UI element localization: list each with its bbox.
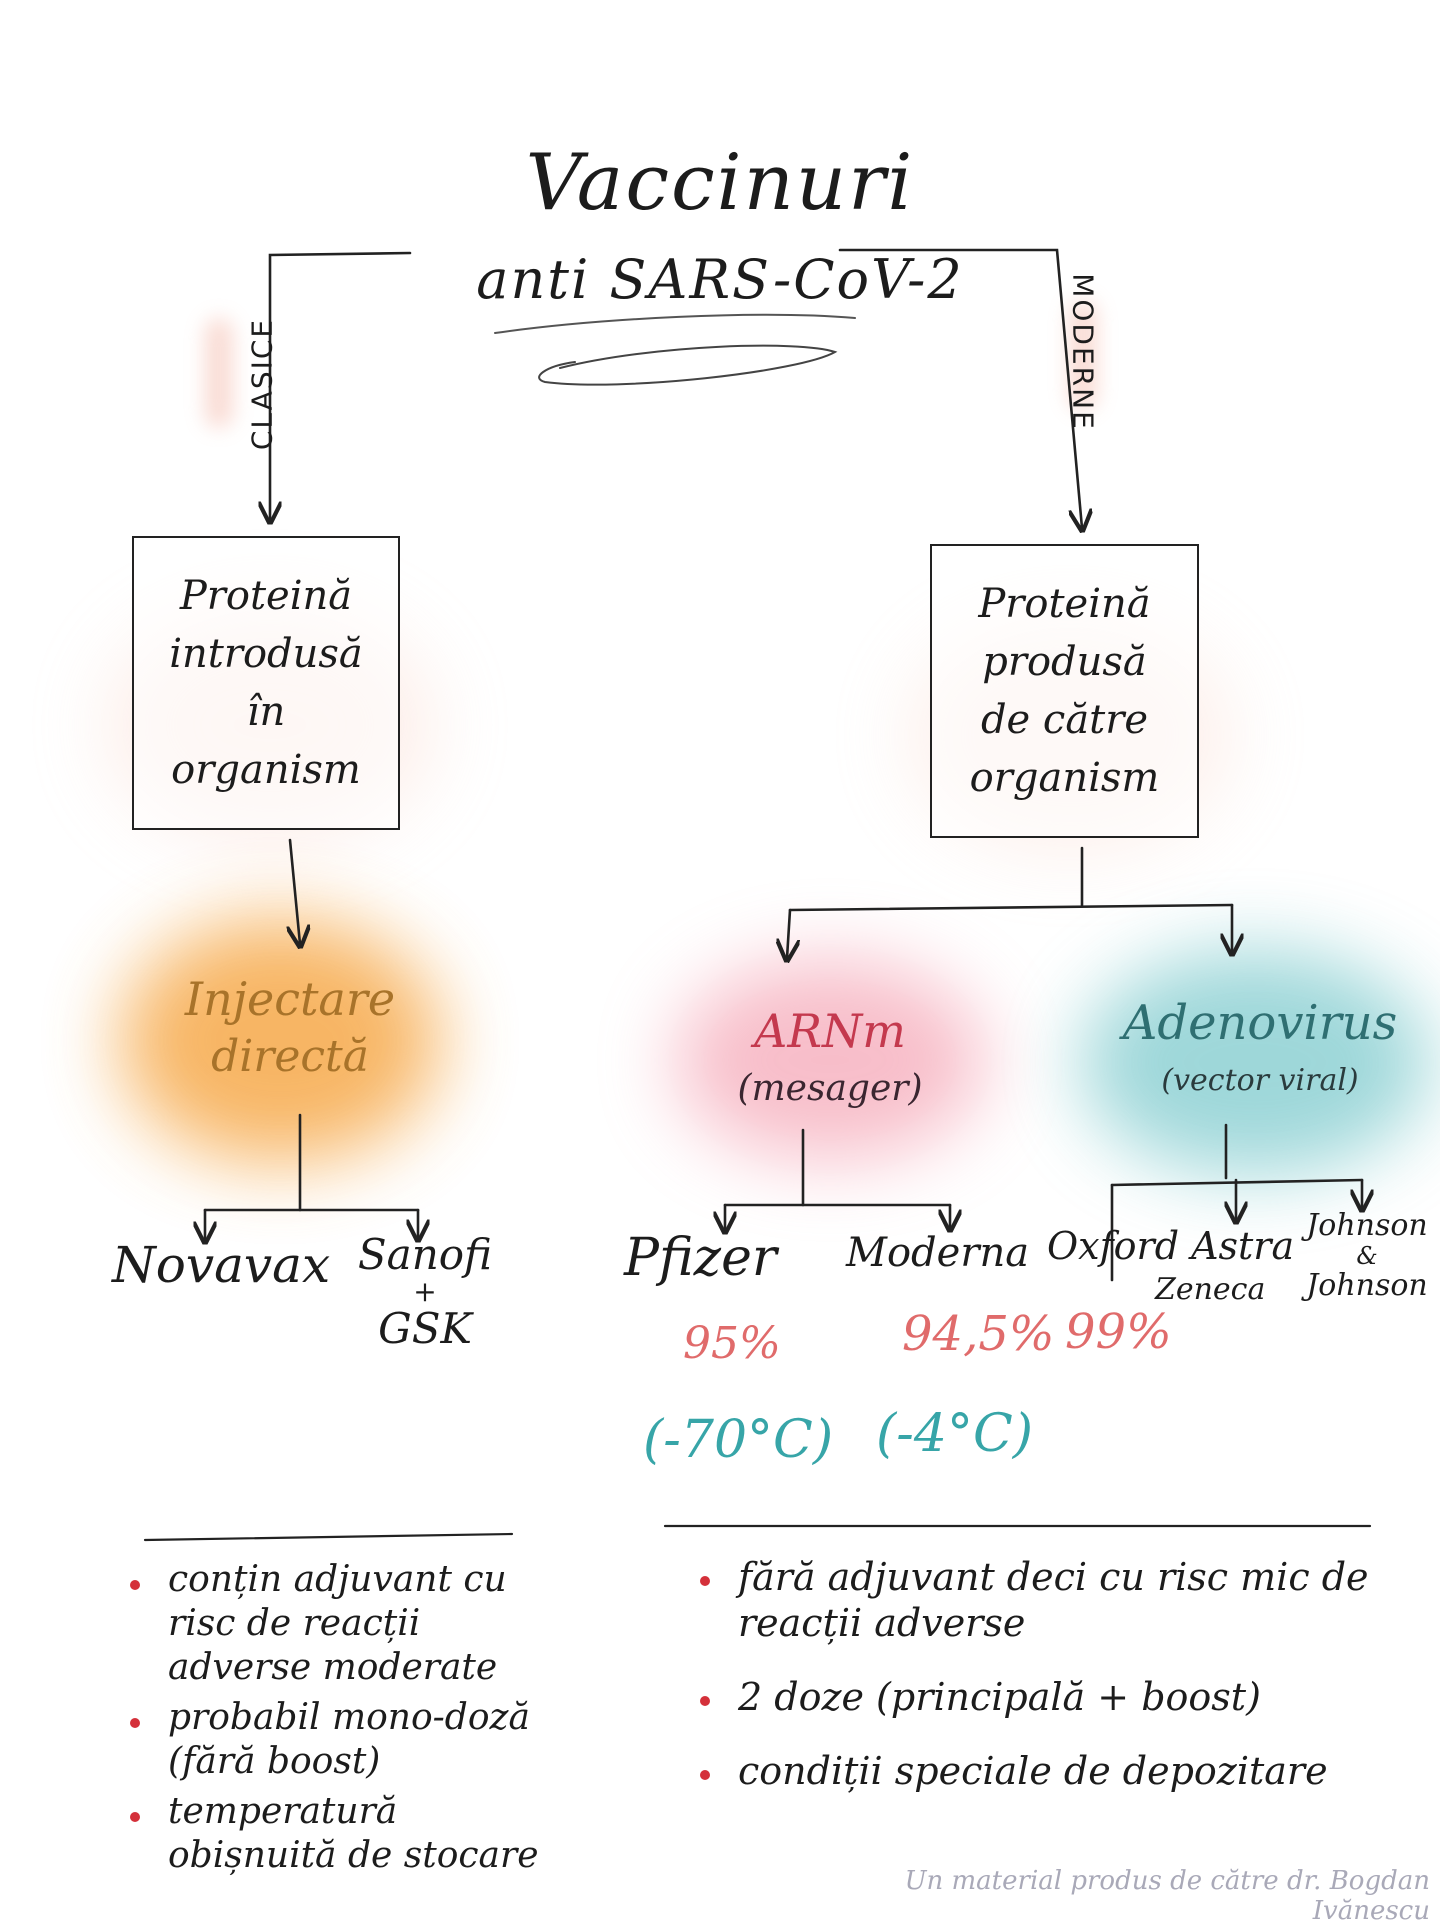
- vaccine-sanofi-line-1: Sanofi: [357, 1230, 493, 1279]
- right-label-glow: [1069, 300, 1097, 410]
- notes-classic: conțin adjuvant cu risc de reacții adver…: [130, 1558, 570, 1884]
- storage-temp-moderna: (-4°C): [876, 1404, 1034, 1464]
- box-protein-produced: Proteină produsă de către organism: [930, 544, 1199, 838]
- adenovirus-title: Adenovirus: [1122, 995, 1398, 1051]
- category-injection: Injectare directă: [150, 968, 430, 1084]
- note-modern-2: 2 doze (principală + boost): [700, 1674, 1390, 1720]
- box-right-line-3: de către: [980, 697, 1149, 743]
- box-left-line-2: introdusă: [169, 631, 363, 677]
- note-modern-1: fără adjuvant deci cu risc mic de reacți…: [700, 1554, 1390, 1646]
- box-left-line-4: organism: [171, 747, 361, 793]
- injection-title: Injectare: [184, 972, 396, 1026]
- diagram-subtitle: anti SARS-CoV-2: [476, 248, 964, 311]
- left-label-glow: [205, 318, 233, 428]
- arnm-title: ARNm: [754, 1004, 906, 1058]
- vaccine-novavax: Novavax: [112, 1236, 331, 1294]
- vaccine-jj-line-3: Johnson: [1306, 1268, 1428, 1303]
- category-arnm: ARNm (mesager): [690, 1000, 970, 1116]
- box-left-line-1: Proteină: [179, 573, 353, 619]
- vaccine-oxford-astrazeneca: Oxford Astra Zeneca: [1047, 1224, 1294, 1312]
- vaccine-pfizer: Pfizer: [624, 1228, 777, 1288]
- box-right-line-2: produsă: [982, 639, 1147, 685]
- vaccine-oxford-line-2: Zeneca: [1155, 1272, 1266, 1307]
- vaccine-sanofi-line-3: GSK: [378, 1304, 472, 1353]
- box-left-line-3: în: [246, 689, 286, 735]
- note-classic-3: temperatură obișnuită de stocare: [130, 1790, 570, 1878]
- injection-glow: [120, 918, 440, 1163]
- note-modern-3: condiții speciale de depozitare: [700, 1748, 1390, 1794]
- arnm-subtitle: (mesager): [737, 1068, 923, 1109]
- vaccine-moderna: Moderna: [846, 1230, 1030, 1276]
- adenovirus-subtitle: (vector viral): [1161, 1063, 1359, 1098]
- diagram-title: Vaccinuri: [525, 138, 915, 228]
- arnm-glow: [675, 960, 985, 1160]
- author-credit: Un material produs de către dr. Bogdan I…: [904, 1866, 1430, 1926]
- note-classic-2: probabil mono-doză (fără boost): [130, 1696, 570, 1784]
- vaccine-sanofi-gsk: Sanofi + GSK: [350, 1230, 500, 1354]
- efficacy-moderna: 94,5%: [902, 1306, 1055, 1362]
- vaccine-johnson-johnson: Johnson & Johnson: [1292, 1208, 1440, 1304]
- vaccine-sanofi-line-2: +: [413, 1275, 437, 1308]
- box-right-line-1: Proteină: [978, 581, 1151, 627]
- vaccine-jj-line-1: Johnson: [1306, 1208, 1428, 1243]
- injection-subtitle: directă: [211, 1031, 369, 1082]
- note-classic-1: conțin adjuvant cu risc de reacții adver…: [130, 1558, 570, 1690]
- category-adenovirus: Adenovirus (vector viral): [1095, 992, 1425, 1108]
- adenovirus-glow: [1080, 950, 1430, 1175]
- box-protein-introduced: Proteină introdusă în organism: [132, 536, 400, 830]
- storage-temp-pfizer: (-70°C): [643, 1410, 834, 1470]
- vaccine-jj-line-2: &: [1356, 1242, 1378, 1270]
- efficacy-pfizer: 95%: [683, 1318, 781, 1369]
- branch-label-modern: MODERNE: [1066, 273, 1100, 431]
- branch-label-classic: CLASICE: [245, 317, 279, 451]
- notes-modern: fără adjuvant deci cu risc mic de reacți…: [700, 1554, 1390, 1822]
- efficacy-oxford: 99%: [1065, 1304, 1172, 1360]
- vaccine-oxford-line-1: Oxford Astra: [1047, 1224, 1295, 1268]
- box-right-line-4: organism: [969, 755, 1160, 801]
